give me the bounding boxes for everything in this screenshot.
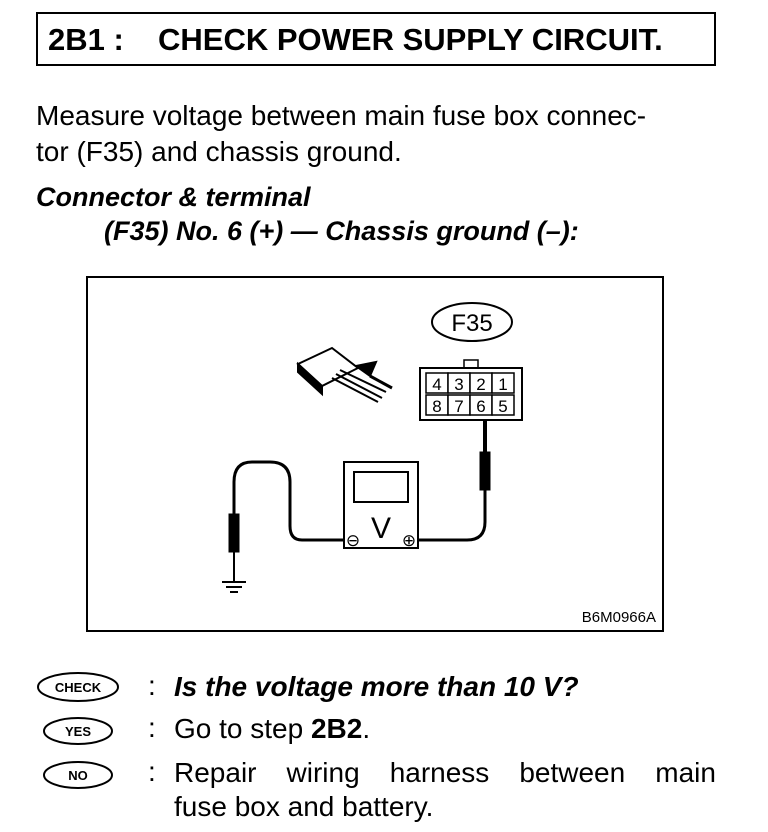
check-badge-icon: CHECK	[37, 672, 119, 702]
check-badge-label: CHECK	[55, 680, 102, 695]
yes-answer-prefix: Go to step	[174, 713, 311, 744]
minus-terminal-icon: ⊖	[346, 531, 360, 551]
terminal-label: 5	[498, 397, 507, 416]
figure-code: B6M0966A	[582, 609, 656, 626]
terminal-label: 7	[454, 397, 463, 416]
connector-label: F35	[451, 310, 492, 337]
no-answer: Repair wiring harness between main fuse …	[174, 756, 716, 824]
yes-answer: Go to step 2B2.	[174, 712, 370, 746]
check-colon: :	[148, 670, 156, 701]
diagram-frame	[86, 276, 664, 632]
yes-answer-suffix: .	[362, 713, 371, 744]
terminal-label: 3	[454, 375, 463, 394]
negative-probe	[228, 460, 344, 582]
yes-badge-icon: YES	[43, 717, 113, 745]
no-word: main	[655, 757, 716, 788]
connector-label-oval	[431, 302, 513, 342]
diagram-svg: F35 4 3 2 1 8 7 6 5	[86, 276, 664, 632]
check-question: Is the voltage more than 10 V?	[174, 671, 579, 702]
connector-terminal-heading: Connector & terminal	[36, 182, 311, 212]
yes-step-link: 2B2	[310, 713, 363, 744]
voltmeter-display	[353, 471, 409, 503]
step-code: 2B1 :	[48, 22, 124, 57]
terminal-label: 8	[432, 397, 441, 416]
terminal-label: 1	[498, 375, 507, 394]
check-badge: CHECK	[36, 670, 120, 704]
ground-icon	[222, 581, 246, 593]
no-badge-label: NO	[68, 768, 88, 783]
positive-probe-tip	[479, 451, 491, 491]
terminal-label: 4	[432, 375, 441, 394]
negative-probe-tip	[228, 513, 240, 553]
no-word: Repair	[174, 757, 257, 788]
instruction-line-2: tor (F35) and chassis ground.	[36, 136, 402, 167]
connector-terminal-value: (F35) No. 6 (+) — Chassis ground (–):	[104, 216, 579, 246]
terminal-label: 6	[476, 397, 485, 416]
terminal-label: 2	[476, 375, 485, 394]
no-word: wiring	[286, 757, 360, 788]
positive-probe	[412, 420, 491, 542]
no-answer-line-1: Repair wiring harness between main	[174, 756, 716, 790]
no-answer-line-2: fuse box and battery.	[174, 791, 434, 822]
yes-badge-label: YES	[65, 724, 91, 739]
instruction-line-1: Measure voltage between main fuse box co…	[36, 100, 647, 131]
terminal-grid	[425, 372, 515, 416]
no-badge: NO	[36, 758, 120, 792]
terminal-5-cell	[491, 394, 515, 416]
step-title: CHECK POWER SUPPLY CIRCUIT.	[158, 22, 663, 57]
no-colon: :	[148, 756, 156, 787]
terminal-1-cell	[491, 372, 515, 394]
harness-connector-illustration	[296, 346, 393, 403]
no-word: harness	[389, 757, 490, 788]
measurement-diagram: F35 4 3 2 1 8 7 6 5	[86, 276, 664, 632]
no-badge-icon: NO	[43, 761, 113, 789]
yes-colon: :	[148, 712, 156, 743]
yes-badge: YES	[36, 714, 120, 748]
voltmeter: V ⊖ ⊕	[343, 461, 419, 551]
instruction-text: Measure voltage between main fuse box co…	[36, 98, 726, 170]
voltmeter-symbol: V	[371, 512, 391, 545]
no-word: between	[519, 757, 626, 788]
plus-terminal-icon: ⊕	[402, 531, 416, 551]
step-title-box: 2B1 : CHECK POWER SUPPLY CIRCUIT.	[36, 12, 716, 66]
